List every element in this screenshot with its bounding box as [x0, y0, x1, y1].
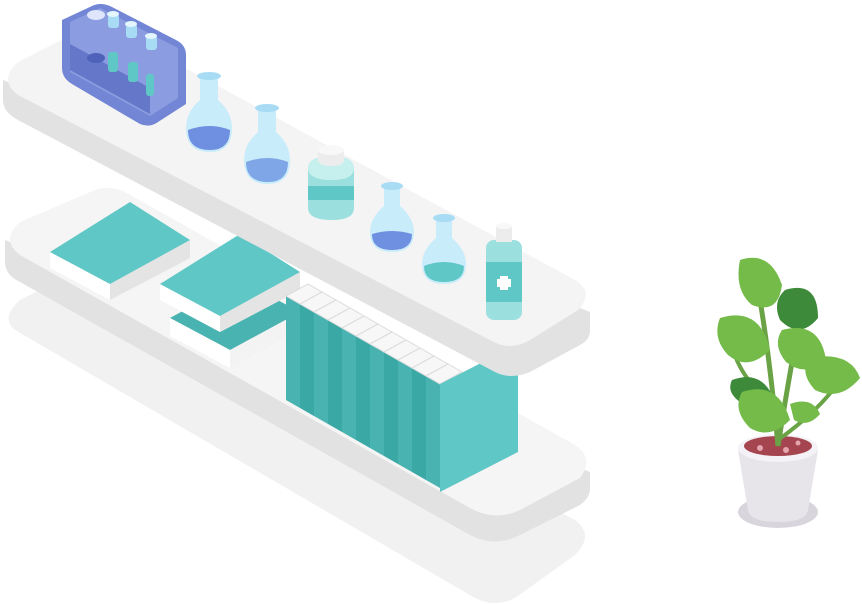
- upright-books: [284, 283, 518, 492]
- flask-icon: [186, 72, 232, 152]
- medicine-bottle-icon: [486, 223, 522, 320]
- book-icon: [300, 304, 314, 416]
- book-icon: [356, 336, 370, 448]
- potted-plant-icon: [717, 257, 860, 528]
- flask-icon: [244, 104, 290, 184]
- book-icon: [384, 352, 398, 464]
- book-cover-side: [440, 344, 518, 492]
- book-top: [424, 363, 464, 385]
- book-icon: [286, 296, 300, 408]
- book-icon: [328, 320, 342, 432]
- book-icon: [342, 328, 356, 440]
- book-icon: [370, 344, 384, 456]
- book-stack-left: [50, 202, 190, 300]
- book-icon: [314, 312, 328, 424]
- test-tube-rack-icon: [62, 4, 186, 126]
- flask-icon: [422, 214, 466, 284]
- flask-icon: [370, 182, 414, 252]
- book-icon: [398, 360, 412, 472]
- book-icon: [426, 376, 440, 488]
- book-stack-middle: [160, 234, 300, 368]
- jar-icon: [308, 145, 354, 220]
- book-icon: [412, 368, 426, 480]
